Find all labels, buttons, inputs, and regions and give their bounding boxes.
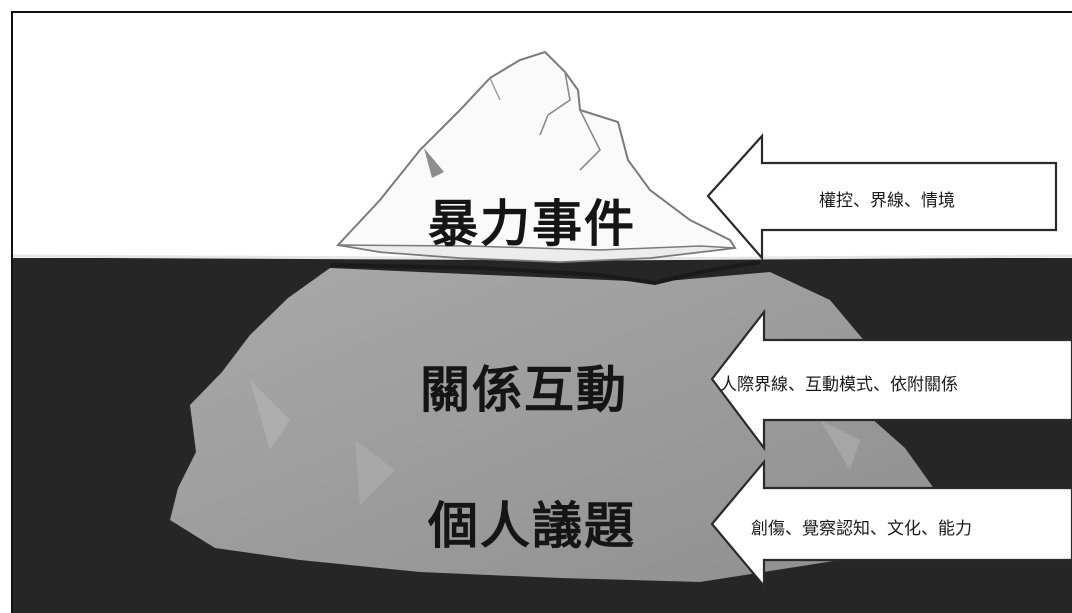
layer-label-violence-events: 暴力事件 [428,195,636,253]
ice-base-band [337,244,736,263]
layer-label-relationship-interaction: 關係互動 [420,361,628,419]
ice-facet [820,420,860,470]
layer-label-personal-issues: 個人議題 [428,497,636,555]
arrow-text-middle: 人際界線、互動模式、依附關係 [720,375,958,395]
arrow-bottom [710,458,1072,590]
iceberg-waterline [329,260,761,286]
ice-shadow-facet [424,148,444,178]
arrow-text-top: 權控、界線、情境 [819,191,955,211]
ice-crack [539,71,571,136]
arrow-middle [710,308,1072,452]
ice-crack [579,109,601,171]
arrow-text-bottom: 創傷、覺察認知、文化、能力 [751,519,972,539]
ice-facet [355,440,395,505]
ice-facet [250,380,290,450]
ice-crack [489,77,501,101]
arrow-top [706,133,1058,261]
